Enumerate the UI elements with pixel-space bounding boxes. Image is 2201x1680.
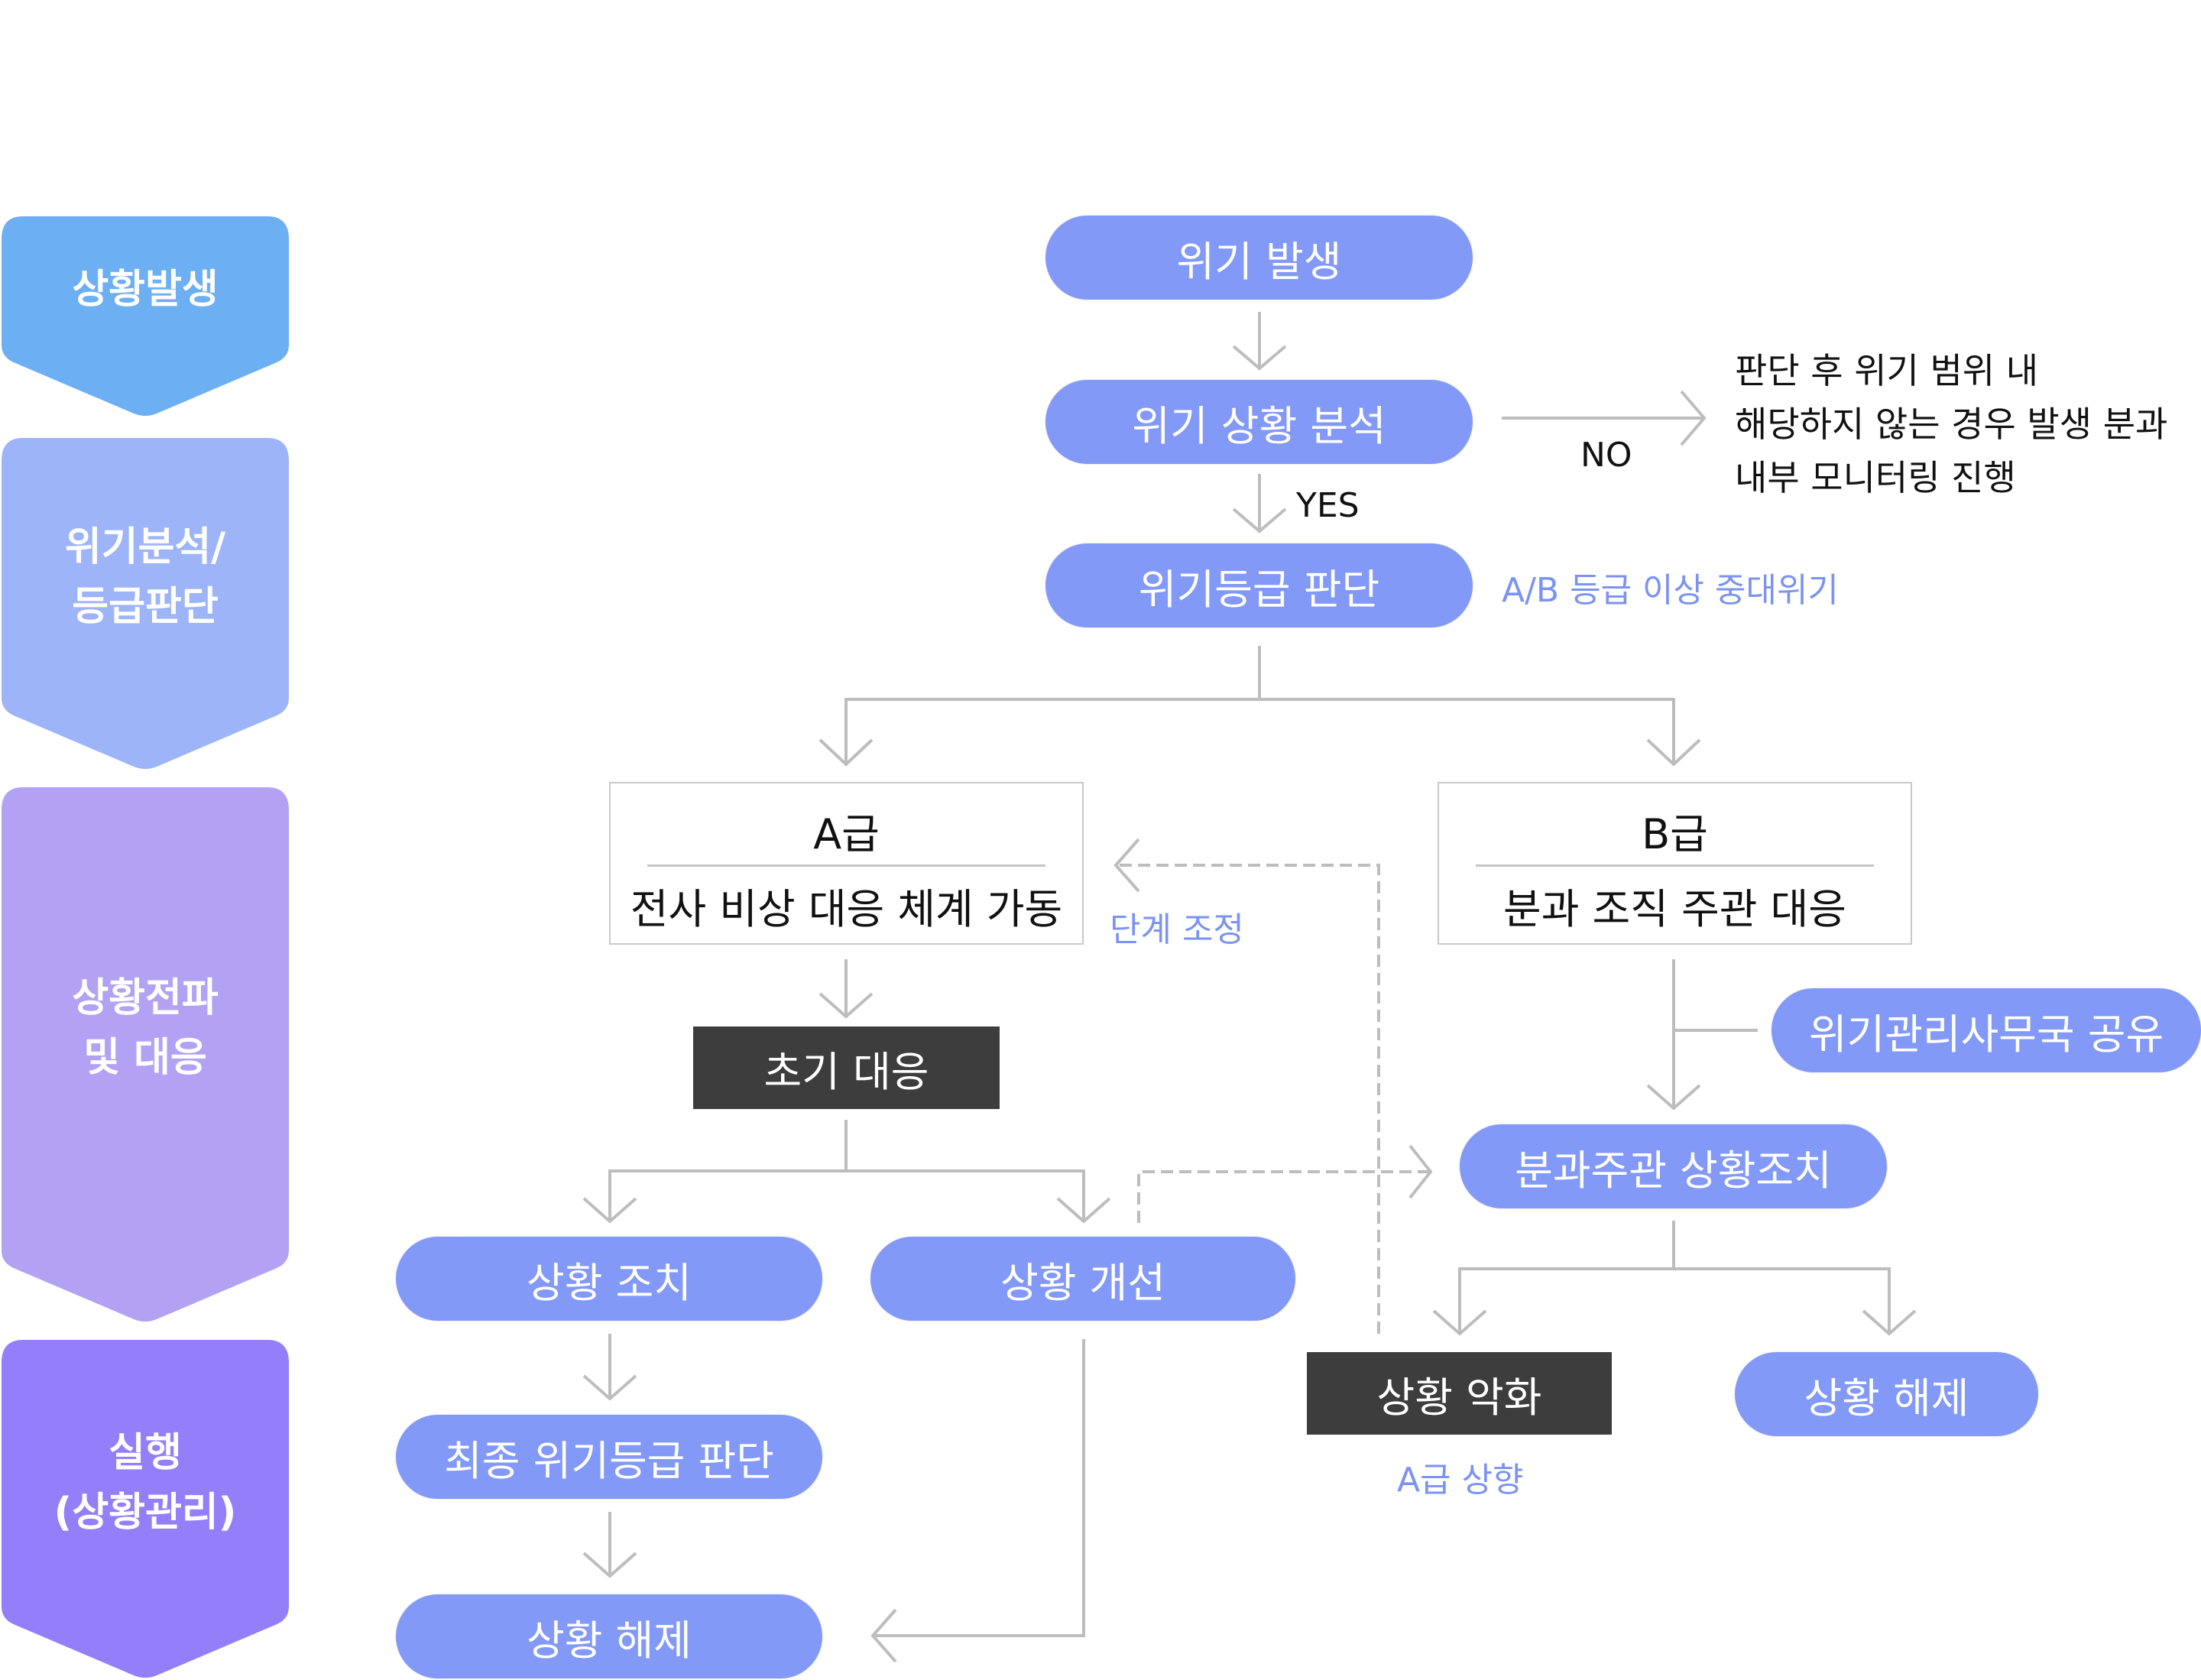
node-label: 상황 조치 bbox=[527, 1258, 692, 1307]
connector-line bbox=[873, 1339, 1085, 1637]
arrow-head-icon bbox=[870, 1608, 897, 1663]
dashed-connector bbox=[1137, 1170, 1429, 1223]
grade-b-box[interactable]: B급 분과 조직 주관 대응 bbox=[1438, 782, 1912, 945]
no-outcome-text: 판단 후 위기 범위 내 해당하지 않는 경우 발생 분과 내부 모니터링 진행 bbox=[1735, 350, 2168, 498]
stage-occurrence: 상황발생 bbox=[0, 216, 290, 417]
node-label: 위기관리사무국 공유 bbox=[1808, 1010, 2164, 1059]
stage-label: 상황발생 bbox=[72, 267, 219, 313]
stage-label: 실행 (상황관리) bbox=[53, 1429, 237, 1536]
situation-worsen-node[interactable]: 상황 악화 bbox=[1307, 1352, 1612, 1435]
arrow-head-icon bbox=[1232, 508, 1287, 534]
division-action-node[interactable]: 분과주관 상황조치 bbox=[1460, 1124, 1887, 1208]
stage-propagation: 상황전파 및 대응 bbox=[0, 787, 290, 1322]
stage-shape bbox=[2, 216, 289, 416]
step-adjust-note: 단계 조정 bbox=[1110, 910, 1244, 949]
stage-label: 위기분석/ 등급판단 bbox=[64, 524, 226, 630]
arrow-head-icon bbox=[1680, 390, 1707, 446]
grade-a-title: A급 bbox=[813, 810, 880, 858]
arrow-head-icon bbox=[1232, 345, 1287, 371]
arrow-head-icon bbox=[1646, 738, 1701, 767]
arrow-head-icon bbox=[818, 738, 874, 767]
arrow-head-icon bbox=[582, 1552, 637, 1578]
stage-execution: 실행 (상황관리) bbox=[0, 1340, 290, 1678]
connector-line bbox=[608, 1169, 1085, 1221]
initial-response-node[interactable]: 초기 대응 bbox=[693, 1026, 1000, 1109]
no-label: NO bbox=[1580, 436, 1632, 475]
arrow-head-icon bbox=[1432, 1309, 1487, 1336]
situation-clear-right-node[interactable]: 상황 해제 bbox=[1735, 1352, 2038, 1436]
arrow-head-icon bbox=[1408, 1144, 1433, 1199]
stage-shape bbox=[2, 1340, 289, 1678]
grade-b-desc: 분과 조직 주관 대응 bbox=[1503, 885, 1846, 933]
share-office-node[interactable]: 위기관리사무국 공유 bbox=[1771, 988, 2201, 1072]
node-label: 위기등급 판단 bbox=[1138, 565, 1380, 614]
escalate-note: A급 상향 bbox=[1397, 1461, 1524, 1500]
node-label: 최종 위기등급 판단 bbox=[444, 1436, 774, 1485]
arrow-head-icon bbox=[1056, 1197, 1111, 1224]
node-label: 상황 해제 bbox=[1804, 1374, 1969, 1422]
node-label: 상황 악화 bbox=[1376, 1373, 1542, 1422]
grade-a-box[interactable]: A급 전사 비상 대응 체계 가동 bbox=[609, 782, 1084, 945]
yes-label: YES bbox=[1296, 486, 1360, 525]
stage-shape bbox=[2, 438, 289, 769]
node-label: 상황 개선 bbox=[1000, 1258, 1165, 1307]
situation-improve-node[interactable]: 상황 개선 bbox=[870, 1237, 1295, 1321]
node-label: 분과주관 상황조치 bbox=[1515, 1146, 1832, 1195]
arrow-head-icon bbox=[582, 1197, 637, 1224]
connector-line bbox=[1458, 1267, 1891, 1334]
node-label: 상황 해제 bbox=[527, 1616, 692, 1665]
grade-b-title: B급 bbox=[1642, 810, 1708, 858]
arrow-head-icon bbox=[818, 992, 874, 1019]
connector-line bbox=[844, 698, 1675, 764]
situation-action-node[interactable]: 상황 조치 bbox=[396, 1237, 822, 1321]
stage-analysis: 위기분석/ 등급판단 bbox=[0, 438, 290, 770]
arrow-head-icon bbox=[1862, 1309, 1917, 1336]
crisis-occurs-node[interactable]: 위기 발생 bbox=[1045, 216, 1473, 300]
arrow-head-icon bbox=[582, 1374, 637, 1401]
situation-analysis-node[interactable]: 위기 상황 분석 bbox=[1045, 380, 1473, 464]
stage-label: 상황전파 및 대응 bbox=[72, 975, 219, 1081]
node-label: 위기 발생 bbox=[1176, 237, 1342, 286]
grade-divider bbox=[647, 864, 1045, 867]
grade-note: A/B 등급 이상 중대위기 bbox=[1502, 571, 1839, 610]
grade-divider bbox=[1476, 864, 1874, 867]
grade-a-desc: 전사 비상 대응 체계 가동 bbox=[630, 885, 1063, 933]
situation-clear-left-node[interactable]: 상황 해제 bbox=[396, 1594, 822, 1678]
arrow-head-icon bbox=[1646, 1084, 1701, 1111]
arrow-head-icon bbox=[1113, 838, 1140, 893]
grade-judgment-node[interactable]: 위기등급 판단 bbox=[1045, 543, 1473, 628]
node-label: 초기 대응 bbox=[763, 1047, 929, 1096]
stage-shape bbox=[2, 787, 289, 1322]
node-label: 위기 상황 분석 bbox=[1132, 401, 1386, 450]
final-grade-judgment-node[interactable]: 최종 위기등급 판단 bbox=[396, 1415, 822, 1499]
